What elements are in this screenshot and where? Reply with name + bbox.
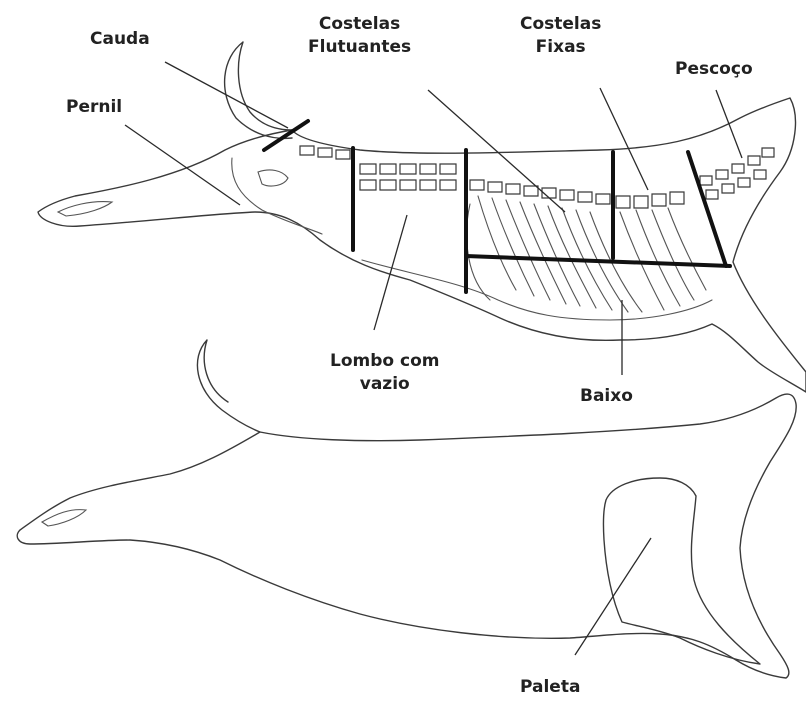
- label-cauda: Cauda: [90, 28, 150, 51]
- hind-foot-detail: [58, 202, 112, 216]
- paleta-region: [603, 478, 760, 664]
- leader-pescoco: [716, 90, 742, 158]
- label-pescoco-text: Pescoço: [675, 59, 753, 79]
- label-costelas-flutuantes-line2: Flutuantes: [308, 36, 411, 59]
- leader-lombo: [374, 215, 407, 330]
- ribs: [467, 196, 706, 312]
- leader-paleta: [575, 538, 651, 655]
- bottom-carcass-outline: [17, 394, 796, 678]
- label-baixo: Baixo: [580, 385, 633, 408]
- belly-inner-line: [362, 260, 712, 320]
- tail-outline: [225, 42, 292, 138]
- label-lombo-line2: vazio: [330, 373, 439, 396]
- top-carcass-outline: [38, 98, 806, 392]
- leader-cauda: [165, 62, 288, 128]
- label-paleta-text: Paleta: [520, 677, 580, 697]
- bottom-hind-foot-detail: [42, 510, 86, 526]
- label-costelas-fixas-line2: Fixas: [520, 36, 601, 59]
- label-baixo-text: Baixo: [580, 386, 633, 406]
- label-paleta: Paleta: [520, 676, 580, 699]
- label-costelas-fixas-line1: Costelas: [520, 13, 601, 36]
- label-pescoco: Pescoço: [675, 58, 753, 81]
- pernil-inner-contour: [232, 158, 322, 234]
- label-costelas-flutuantes: Costelas Flutuantes: [308, 13, 411, 59]
- label-lombo-line1: Lombo com: [330, 350, 439, 373]
- label-costelas-flutuantes-line1: Costelas: [308, 13, 411, 36]
- top-half-carcass: [38, 42, 806, 392]
- cut-pescoco: [688, 152, 726, 266]
- leader-lines: [125, 62, 742, 375]
- label-lombo-com-vazio: Lombo com vazio: [330, 350, 439, 396]
- leader-pernil: [125, 125, 240, 205]
- label-pernil-text: Pernil: [66, 97, 122, 117]
- label-costelas-fixas: Costelas Fixas: [520, 13, 601, 59]
- leader-costelas-fixas: [600, 88, 648, 190]
- label-pernil: Pernil: [66, 96, 122, 119]
- bottom-tail-outline: [197, 340, 260, 432]
- label-cauda-text: Cauda: [90, 29, 150, 49]
